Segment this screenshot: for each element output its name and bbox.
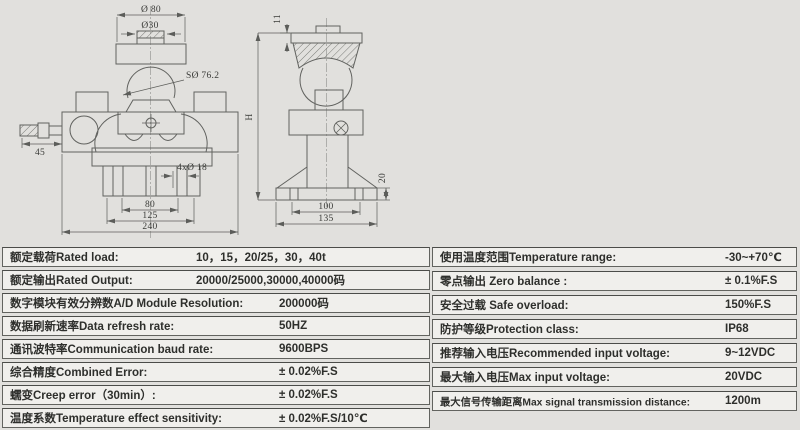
- spec-value: 1200m: [725, 395, 761, 407]
- spec-label: 零点输出 Zero balance :: [440, 276, 568, 288]
- spec-row-max-transmission-distance: 最大信号传输距离Max signal transmission distance…: [432, 391, 797, 411]
- spec-value: ± 0.1%F.S: [725, 275, 778, 287]
- spec-value: 200000码: [279, 298, 329, 310]
- spec-row-data-refresh-rate: 数据刷新速率Data refresh rate: 50HZ: [2, 316, 430, 336]
- spec-row-temperature-sensitivity: 温度系数Temperature effect sensitivity: ± 0.…: [2, 408, 430, 428]
- spec-row-rated-output: 额定输出Rated Output: 20000/25000,30000,4000…: [2, 270, 430, 290]
- dim-base-width-inner: 100: [318, 202, 333, 212]
- spec-value: 20000/25000,30000,40000码: [196, 275, 346, 287]
- spec-label: 综合精度Combined Error:: [10, 367, 148, 379]
- technical-drawings: Ø 80 Ø30 SØ 76.2 45 4xØ 18 80: [19, 5, 390, 238]
- spec-label: 蠕变Creep error（30min）:: [10, 390, 156, 402]
- spec-label: 额定载荷Rated load:: [10, 252, 119, 264]
- cable-connector: [19, 122, 63, 139]
- spec-value: 9600BPS: [279, 343, 329, 355]
- spec-label: 最大信号传输距离Max signal transmission distance…: [440, 397, 691, 409]
- spec-value: ± 0.02%F.S/10℃: [279, 413, 368, 425]
- spec-label: 防护等级Protection class:: [440, 324, 579, 336]
- spec-row-baud-rate: 通讯波特率Communication baud rate: 9600BPS: [2, 339, 430, 359]
- side-view-dimensions: 11 20 100 135: [273, 14, 390, 227]
- spec-row-combined-error: 综合精度Combined Error: ± 0.02%F.S: [2, 362, 430, 382]
- spec-row-ad-resolution: 数字模块有效分辨数A/D Module Resolution: 200000码: [2, 293, 430, 313]
- spec-label: 最大输入电压Max input voltage:: [440, 372, 610, 384]
- spec-row-creep-error: 蠕变Creep error（30min）: ± 0.02%F.S: [2, 385, 430, 405]
- spec-value: ± 0.02%F.S: [279, 389, 338, 401]
- side-view-drawing: [275, 18, 378, 208]
- dim-mounting-holes: 4xØ 18: [177, 163, 207, 173]
- spec-row-protection-class: 防护等级Protection class: IP68: [432, 319, 797, 339]
- dim-cable-length: 45: [35, 148, 45, 158]
- spec-row-rated-load: 额定载荷Rated load: 10，15，20/25，30，40t: [2, 247, 430, 267]
- dim-overall-height: H: [245, 113, 255, 120]
- spec-label: 使用温度范围Temperature range:: [440, 252, 617, 264]
- dim-base-width-outer: 135: [318, 214, 333, 224]
- spec-value: 9~12VDC: [725, 347, 776, 359]
- spec-value: 50HZ: [279, 320, 308, 332]
- spec-row-recommended-voltage: 推荐输入电压Recommended input voltage: 9~12VDC: [432, 343, 797, 363]
- spec-row-zero-balance: 零点输出 Zero balance : ± 0.1%F.S: [432, 271, 797, 291]
- dim-overall-width: 240: [142, 222, 157, 232]
- spec-value: IP68: [725, 323, 749, 335]
- spec-table-right: 使用温度范围Temperature range: -30~+70℃ 零点输出 Z…: [432, 247, 797, 415]
- spec-label: 安全过载 Safe overload:: [440, 300, 569, 312]
- spec-label: 通讯波特率Communication baud rate:: [10, 344, 214, 356]
- dim-base-spacing: 125: [142, 211, 157, 221]
- spec-value: 150%F.S: [725, 299, 772, 311]
- dim-plate-thickness: 11: [273, 14, 283, 24]
- dim-sphere-diameter: SØ 76.2: [186, 71, 219, 81]
- dim-top-diameter: Ø 80: [141, 5, 161, 15]
- spec-label: 额定输出Rated Output:: [10, 275, 133, 287]
- dim-bolt-spacing: 80: [145, 200, 155, 210]
- spec-value: ± 0.02%F.S: [279, 366, 338, 378]
- dim-boss-diameter: Ø30: [141, 21, 158, 31]
- spec-value: 20VDC: [725, 371, 763, 383]
- spec-label: 推荐输入电压Recommended input voltage:: [440, 348, 671, 360]
- front-view-dimensions: Ø 80 Ø30 SØ 76.2 45 4xØ 18 80: [21, 5, 290, 235]
- spec-label: 温度系数Temperature effect sensitivity:: [10, 413, 222, 425]
- dim-base-height: 20: [378, 173, 388, 183]
- spec-value: 10，15，20/25，30，40t: [196, 252, 326, 264]
- spec-row-safe-overload: 安全过载 Safe overload: 150%F.S: [432, 295, 797, 315]
- spec-value: -30~+70℃: [725, 252, 782, 264]
- spec-row-temperature-range: 使用温度范围Temperature range: -30~+70℃: [432, 247, 797, 267]
- spec-table-left: 额定载荷Rated load: 10，15，20/25，30，40t 额定输出R…: [2, 247, 430, 430]
- front-view-drawing: [19, 6, 239, 238]
- spec-row-max-input-voltage: 最大输入电压Max input voltage: 20VDC: [432, 367, 797, 387]
- spec-label: 数字模块有效分辨数A/D Module Resolution:: [10, 298, 244, 310]
- spec-label: 数据刷新速率Data refresh rate:: [10, 321, 175, 333]
